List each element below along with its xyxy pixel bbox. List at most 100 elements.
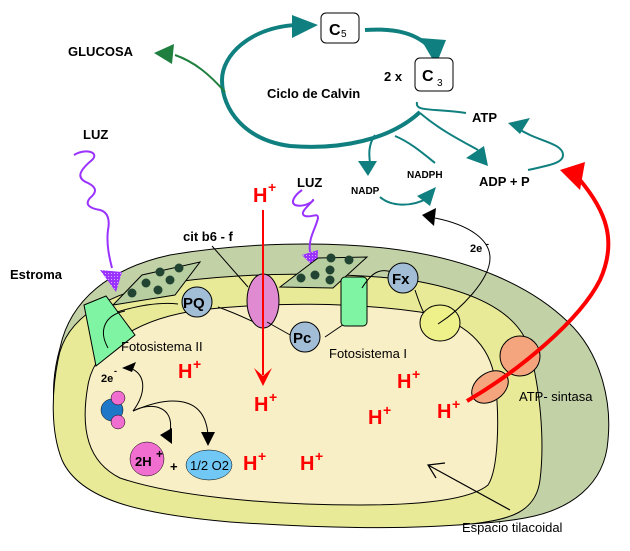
cyt-to-pc [266, 321, 293, 337]
protons: H+ H+ H+ H+ H+ H+ H+ H+ [178, 179, 460, 475]
nadph-label: NADPH [407, 170, 443, 181]
oxygen-product-label: 1/2 O2 [190, 458, 229, 473]
arrowhead-atp [508, 118, 530, 134]
proton-lumen-3: H+ [397, 366, 420, 393]
proton-lumen-1: H+ [178, 356, 201, 383]
electrons-label-1: 2e [101, 373, 113, 385]
svg-text:+: + [452, 396, 460, 412]
arrowhead-glucose [154, 44, 174, 64]
c3-multiplier: 2 x [384, 69, 403, 84]
nadph-branch [394, 135, 436, 164]
lumen-label-pointer [427, 464, 511, 511]
proton-lumen-4: H+ [368, 402, 391, 429]
antenna-pigments-1 [127, 263, 184, 298]
fx-carrier [387, 262, 419, 294]
lumen-label: Espacio tilacoidal [462, 520, 563, 535]
light-label-1: LUZ [83, 127, 108, 142]
protons-product [129, 441, 165, 477]
svg-text:+: + [258, 448, 266, 464]
photosystem-2 [83, 295, 136, 367]
c3-subscript: 3 [437, 78, 443, 89]
light-label-2: LUZ [297, 175, 322, 190]
photosystem-2-label: Fotosistema II [121, 339, 203, 354]
proton-pump-arrowhead [254, 368, 272, 386]
proton-lumen-7: H+ [300, 448, 323, 475]
svg-text:+: + [269, 389, 277, 405]
svg-text:H: H [300, 453, 314, 475]
arrowhead-to-c3 [420, 38, 446, 65]
svg-text:H: H [437, 401, 451, 423]
svg-text:+: + [193, 356, 201, 372]
c3-box [414, 57, 454, 92]
protons-product-label: 2H [135, 454, 152, 469]
arrowhead-adp [466, 146, 488, 166]
svg-text:+: + [412, 366, 420, 382]
arrowhead-nadp [358, 161, 377, 176]
svg-text:H: H [254, 394, 268, 416]
nadp-branch [368, 134, 376, 164]
proton-lumen-5: H+ [437, 396, 460, 423]
plastocyanin [289, 321, 321, 353]
pq-label: PQ [183, 295, 205, 312]
calvin-cycle-label: Ciclo de Calvin [267, 86, 360, 101]
electrons-sup-1: - [114, 366, 117, 376]
water-products-plus: + [170, 459, 178, 474]
glucose-label: GLUCOSA [68, 44, 134, 59]
atp-branch [415, 101, 467, 114]
adp-branch [419, 112, 479, 151]
light-wave-2 [292, 189, 320, 253]
water-molecule [100, 390, 126, 430]
proton-lumen-6: H+ [243, 448, 266, 475]
water-to-electrons [129, 367, 144, 412]
light-wave-1 [73, 150, 113, 269]
photosystem-1 [340, 276, 368, 327]
svg-text:H: H [368, 407, 382, 429]
c5-box [320, 12, 360, 44]
svg-text:H: H [243, 453, 257, 475]
electron-arrowhead-nadp [422, 208, 436, 226]
adp-to-atp [517, 127, 565, 171]
electrons-arrowhead [122, 362, 136, 372]
oxygen-arrowhead [201, 432, 215, 446]
c5-subscript: 5 [341, 29, 347, 40]
thylakoid-lumen [84, 303, 499, 506]
proton-flow-arrowhead [560, 162, 585, 190]
glucose-branch [174, 54, 226, 93]
electron-path-to-nadp [434, 217, 491, 325]
c3-label: C [422, 68, 434, 85]
svg-text:+: + [383, 402, 391, 418]
svg-text:H: H [397, 371, 411, 393]
proton-stroma: H+ [253, 179, 276, 207]
oxygen-product [185, 449, 233, 481]
svg-text:H: H [253, 185, 267, 207]
c5-label: C [329, 22, 341, 39]
cyt-label-pointer [211, 245, 249, 288]
cytochrome-label: cit b6 - f [183, 229, 234, 244]
atp-synthase-head [499, 335, 541, 377]
stroma-label: Estroma [10, 267, 63, 282]
ps2-inner-curve [103, 310, 126, 349]
arrowhead-to-c5 [292, 15, 318, 38]
atp-label: ATP [472, 110, 497, 125]
photosystem-1-label: Fotosistema I [329, 346, 407, 361]
fx-label: Fx [392, 271, 410, 288]
nadp-label: NADP [351, 186, 380, 197]
svg-text:+: + [315, 448, 323, 464]
electrons-label-2: 2e [470, 243, 482, 255]
plastoquinone [181, 286, 213, 318]
ps2-to-pq [116, 302, 179, 313]
proton-lumen-2: H+ [254, 389, 277, 416]
electrons-sup-2: - [486, 239, 489, 249]
proton-flow-atp-synthase [465, 178, 611, 403]
adp-label: ADP + P [479, 174, 530, 189]
arrowhead-nadph [417, 187, 436, 206]
antenna-pigments-2 [296, 253, 354, 285]
pc-label: Pc [293, 330, 311, 347]
calvin-loop-left [219, 23, 422, 149]
lumen-pointer-arrowhead [426, 462, 446, 479]
svg-text:H: H [178, 361, 192, 383]
protons-product-charge: + [156, 447, 163, 461]
light-arrowhead-1 [100, 270, 122, 292]
atp-synthase-label: ATP- sintasa [519, 389, 593, 404]
